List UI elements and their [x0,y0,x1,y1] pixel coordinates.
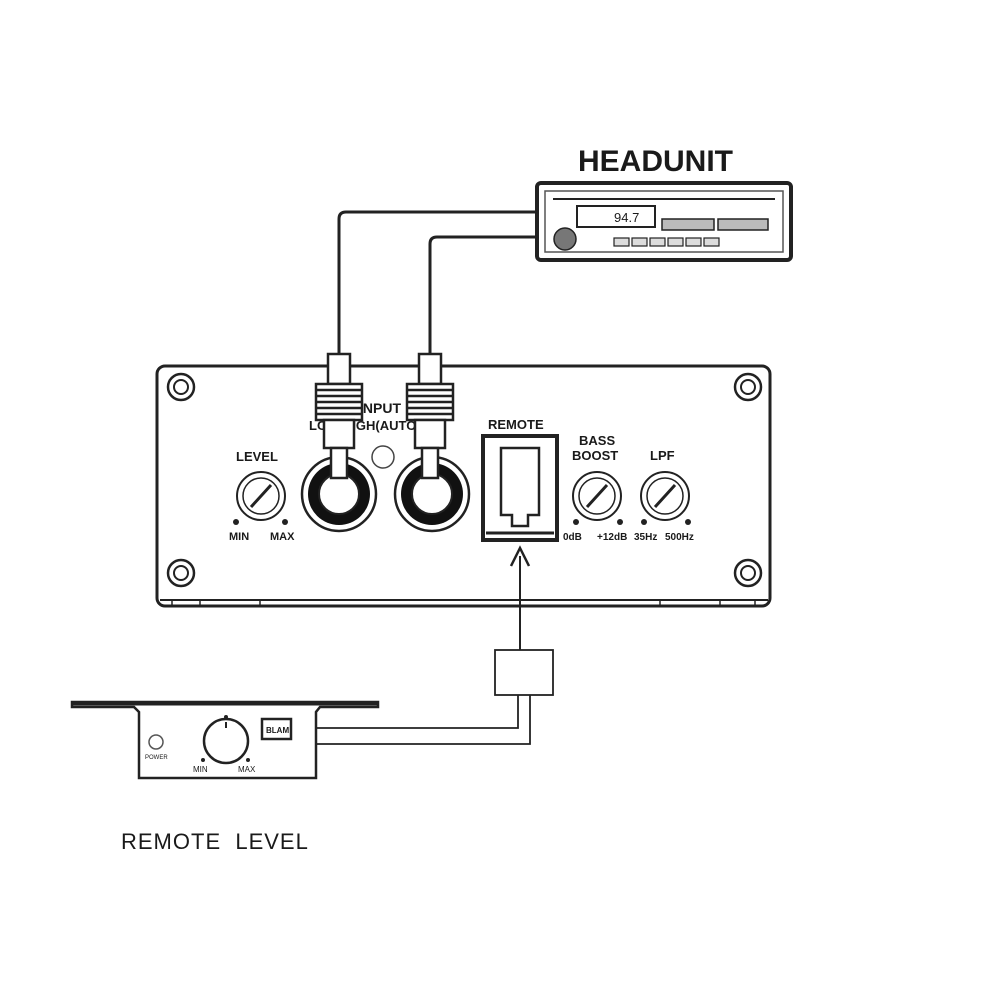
rca-cable-right [428,235,537,354]
remote-max-dot [246,758,250,762]
lpf-label: LPF [650,448,675,463]
radio-display [576,205,656,228]
bass-boost-min-label: 0dB [563,532,582,543]
power-led [148,734,164,750]
level-max-dot [282,519,288,525]
headunit-title: HEADUNIT [578,145,733,178]
headunit: 94.7 [535,181,793,262]
bass-min-dot [573,519,579,525]
headunit-button [661,218,715,231]
screw-icon [733,558,763,588]
bass-boost-knob [572,471,622,521]
screw-icon [733,372,763,402]
indicator-led [371,445,395,469]
level-knob [236,471,286,521]
remote-level-knob [202,717,250,765]
bass-boost-label-2: BOOST [572,448,618,463]
remote-port [481,434,559,542]
remote-knob-marker-dot [224,715,228,719]
volume-knob [553,227,577,251]
preset-buttons [613,237,720,247]
level-min-dot [233,519,239,525]
level-max-label: MAX [270,531,295,543]
remote-min-dot [201,758,205,762]
remote-level-caption: REMOTE LEVEL [121,829,309,854]
remote-port-label: REMOTE [488,417,544,432]
rca-plug-left [314,352,364,480]
cable-connector-box [494,649,554,696]
lpf-min-dot [641,519,647,525]
remote-cable [316,545,554,745]
remote-max-label: MAX [238,765,256,774]
input-label: INPUT [359,400,401,416]
rca-cable-left [337,210,537,354]
lpf-knob [640,471,690,521]
remote-min-label: MIN [193,765,208,774]
bass-boost-max-label: +12dB [597,532,627,543]
headunit-button [717,218,769,231]
level-min-label: MIN [229,531,249,543]
screw-icon [166,372,196,402]
radio-frequency: 94.7 [614,210,639,225]
lpf-min-label: 35Hz [634,532,657,543]
rca-plug-right [405,352,455,480]
screw-icon [166,558,196,588]
bass-boost-label: BASS [579,433,615,448]
level-label: LEVEL [236,449,278,464]
rca-socket-right [393,455,471,533]
bass-max-dot [617,519,623,525]
lpf-max-dot [685,519,691,525]
power-label: POWER [145,755,168,761]
lpf-max-label: 500Hz [665,532,694,543]
brand-logo: BLAM [266,726,289,735]
arrow-up-icon [509,545,531,567]
brand-badge: BLAM [260,717,293,741]
